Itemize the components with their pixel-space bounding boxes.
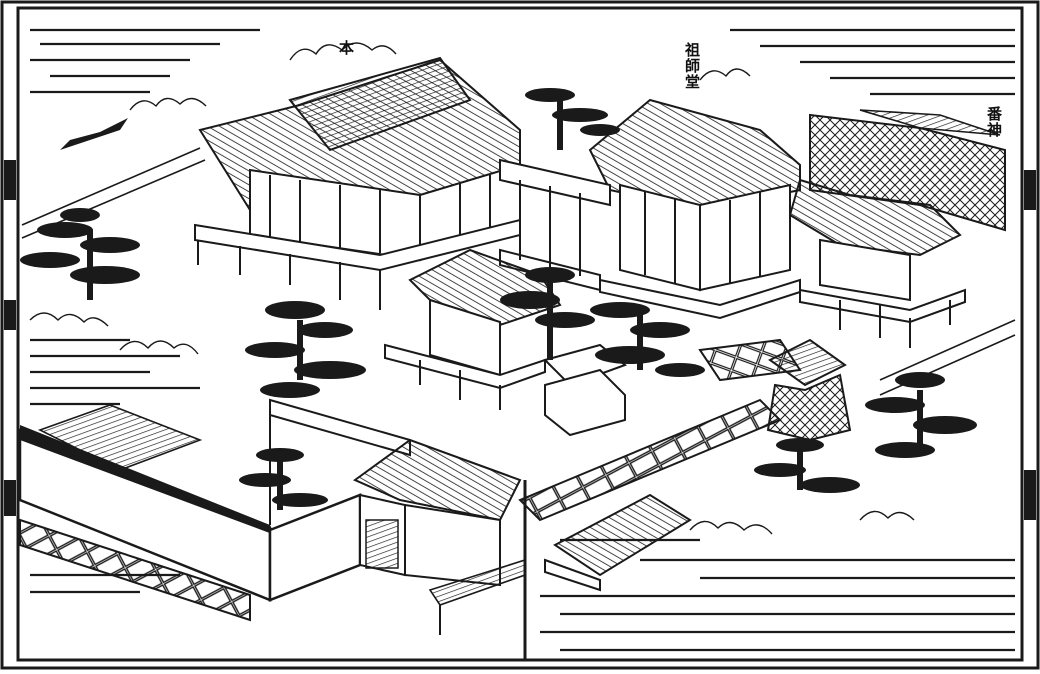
pine-trees [20, 88, 977, 510]
inner-frame [16, 6, 1024, 662]
founder-hall [588, 98, 801, 320]
main-hall-label: 本 [337, 40, 355, 56]
lower-compound [18, 398, 411, 602]
pine-tree [865, 372, 977, 458]
pine-tree [245, 301, 366, 398]
central-hall [384, 248, 562, 410]
pine-tree [239, 448, 328, 510]
cloud-outlines [29, 42, 915, 535]
roofed-bridge [544, 493, 692, 592]
gate-tower [766, 338, 852, 442]
gatehouse [353, 438, 526, 635]
pine-tree [20, 208, 140, 300]
pine-tree [754, 438, 860, 493]
shrine-label: 番神 [985, 106, 1003, 138]
pine-tree [590, 302, 705, 377]
pine-tree [525, 88, 620, 150]
pine-tree [500, 267, 595, 360]
main-hall [194, 56, 521, 310]
founder-hall-label: 祖師堂 [683, 42, 701, 90]
small-shrine [788, 178, 966, 348]
shrine-fence [809, 109, 1006, 232]
stone-walls [19, 338, 802, 622]
binding-marks [4, 160, 1036, 520]
boat [60, 118, 128, 150]
